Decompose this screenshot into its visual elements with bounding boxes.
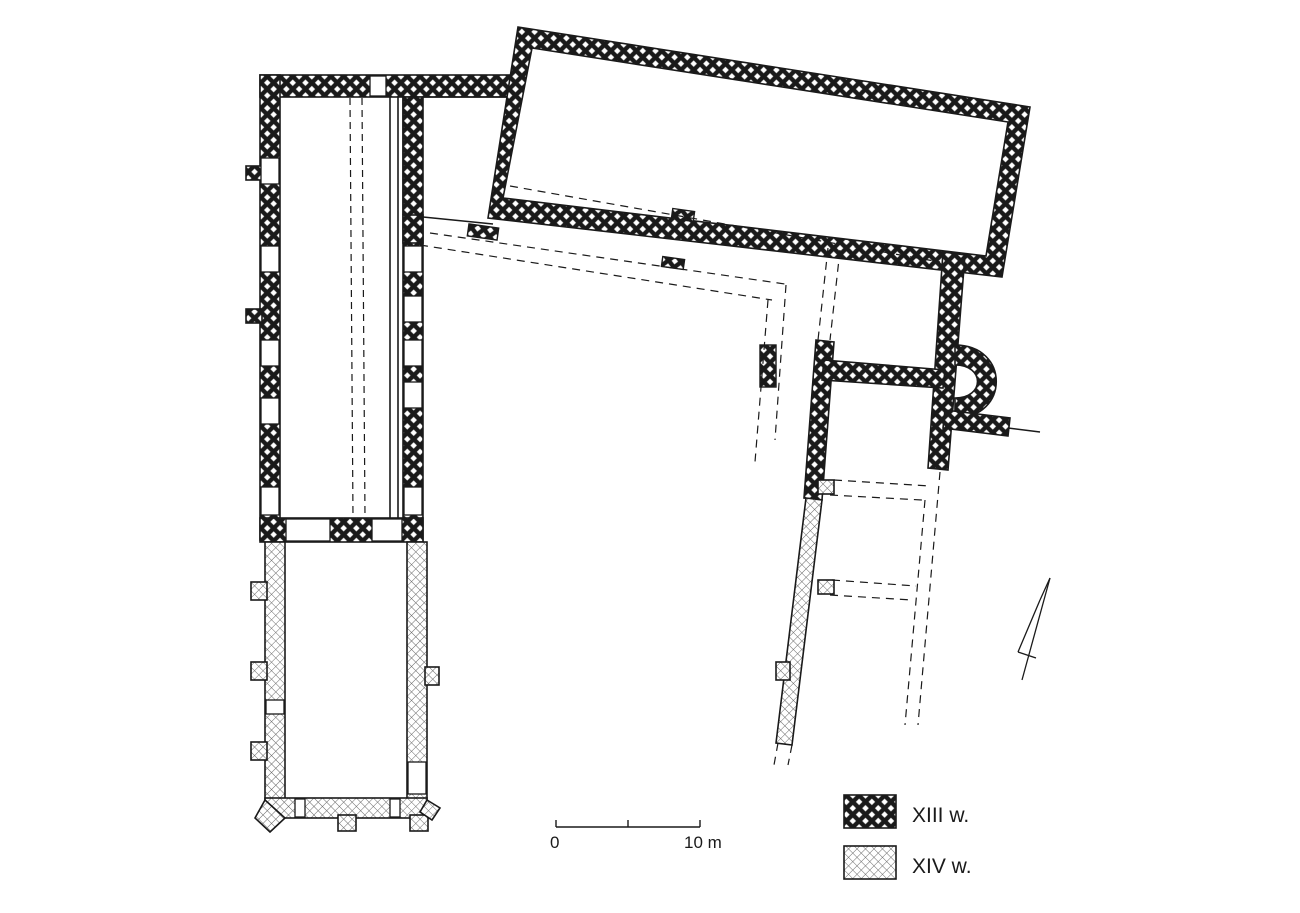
west-wing-dashed-traces [349,97,366,519]
east-wing-walls-xiv [775,479,835,746]
west-wing-south-walls [250,541,442,834]
courtyard-fragments [466,207,777,388]
legend-label-xiii: XIII w. [912,804,969,827]
scale-bar [555,820,701,828]
west-wing-north-walls [245,74,519,543]
north-arrow-icon [1017,577,1051,681]
east-wing-stub-line [1007,427,1041,433]
west-wing-interior-line [389,97,399,518]
east-wing-walls-xiii [803,251,1011,501]
legend: XIII w. XIV w. [843,794,972,880]
east-wing-dashed-traces [773,471,941,766]
north-hall-walls [487,26,1031,278]
courtyard-dashed-traces [419,185,941,463]
scale-end-label: 10 m [684,833,722,852]
west-wing-south-gaps [265,699,427,818]
west-wing-annex [402,96,510,225]
legend-label-xiv: XIV w. [912,855,972,878]
legend-swatch-xiii [843,794,897,829]
scale-start-label: 0 [550,833,559,852]
west-wing-window-gaps [260,75,423,542]
legend-swatch-xiv [843,845,897,880]
